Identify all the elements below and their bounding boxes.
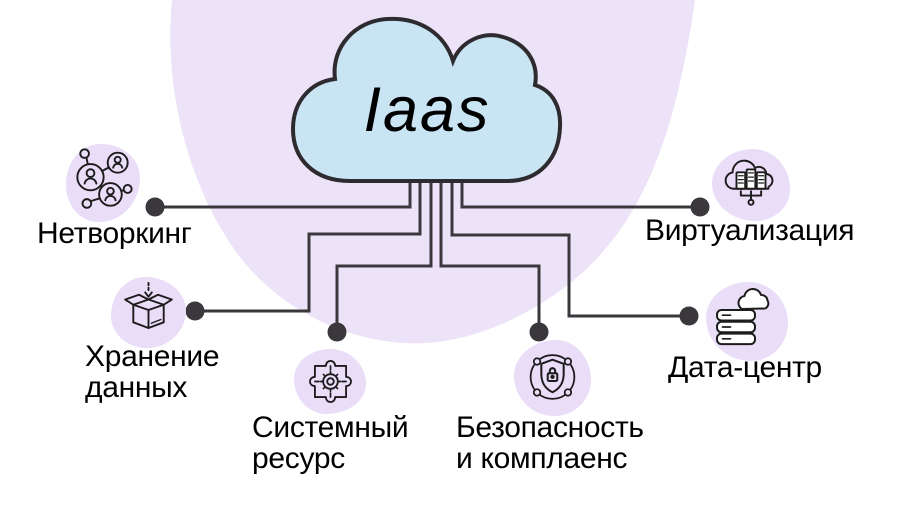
endpoint-dot [327,322,347,342]
iaas-cloud: Iaas [286,12,568,185]
label-system-resource: Системный ресурс [252,411,409,475]
connector-networking [155,181,412,209]
label-security-compliance: Безопасность и комплаенс [456,412,644,474]
label-data-storage: Хранение данных [85,340,220,404]
connector-data-center [450,181,689,318]
connector-data-storage [195,181,422,313]
connector-virtualization [460,181,700,209]
label-line: Безопасность [456,411,644,444]
label-line: данных [85,371,188,404]
label-data-center: Дата-центр [668,352,822,383]
endpoint-dot [690,197,710,217]
label-line: ресурс [252,442,345,475]
label-networking: Нетворкинг [37,217,192,250]
connector-system-resource [335,181,433,332]
label-virtualization: Виртуализация [645,214,855,247]
label-line: Виртуализация [645,214,855,247]
gear-puzzle-icon [309,360,352,403]
connector-security [439,181,541,332]
cloud-shape-icon [290,16,563,183]
cloud-servers-icon [724,159,774,206]
system-resource-blob [294,349,366,414]
endpoint-dot [679,306,699,326]
cloud-title: Iaas [363,75,491,145]
label-line: Системный [252,411,409,444]
people-network-icon [76,148,133,209]
label-line: Дата-центр [668,351,822,384]
label-line: Нетворкинг [37,217,192,250]
label-line: Хранение [85,340,220,373]
endpoint-dot [145,197,165,217]
label-line: и комплаенс [456,442,628,475]
endpoint-dot [529,322,549,342]
endpoint-dot [185,301,205,321]
open-box-icon [124,281,173,329]
server-stack-cloud-icon [716,287,770,346]
shield-lock-icon [529,354,576,400]
